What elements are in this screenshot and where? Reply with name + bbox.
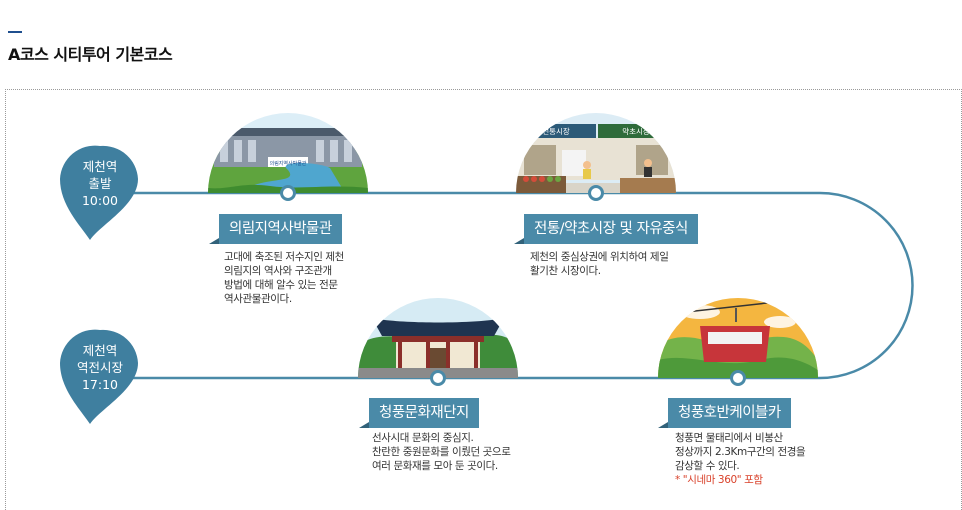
start-time: 10:00 xyxy=(65,192,135,209)
stop-desc-cablecar: 청풍면 물태리에서 비봉산 정상까지 2.3Km구간의 전경을 감상할 수 있다… xyxy=(675,431,805,487)
start-pin-label: 제천역 출발 10:00 xyxy=(65,158,135,209)
stop-name-cablecar: 청풍호반케이블카 xyxy=(668,398,791,428)
end-station: 제천역 xyxy=(65,342,135,359)
start-station: 제천역 xyxy=(65,158,135,175)
end-place: 역전시장 xyxy=(65,359,135,376)
desc-line: 고대에 축조된 저수지인 제천 xyxy=(224,250,344,264)
desc-line: 방법에 대해 알수 있는 전문 xyxy=(224,278,344,292)
desc-line: 여러 문화재를 모아 둔 곳이다. xyxy=(372,459,510,473)
market-illustration xyxy=(510,100,690,200)
desc-line: 역사관물관이다. xyxy=(224,292,344,306)
stop-marker-1 xyxy=(280,185,296,201)
museum-sign: 의림지역사박물관 xyxy=(270,160,307,167)
start-action: 출발 xyxy=(65,175,135,192)
end-pin-label: 제천역 역전시장 17:10 xyxy=(65,342,135,393)
desc-line: 의림지의 역사와 구조관개 xyxy=(224,264,344,278)
desc-line: 찬란한 중원문화를 이뤘던 곳으로 xyxy=(372,445,510,459)
desc-line: 제천의 중심상권에 위치하여 제일 xyxy=(530,250,668,264)
end-time: 17:10 xyxy=(65,376,135,393)
desc-line: 활기찬 시장이다. xyxy=(530,264,668,278)
desc-line: 정상까지 2.3Km구간의 전경을 xyxy=(675,445,805,459)
stop-name-heritage: 청풍문화재단지 xyxy=(369,398,479,428)
stop-name-museum: 의림지역사박물관 xyxy=(219,214,342,244)
market-sign-traditional: 전통시장 xyxy=(542,126,570,136)
desc-line: 감상할 수 있다. xyxy=(675,459,805,473)
cinema-note: * "시네마 360" 포함 xyxy=(675,473,805,487)
stop-marker-4 xyxy=(730,370,746,386)
stop-name-market: 전통/약초시장 및 자유중식 xyxy=(524,214,698,244)
stop-desc-market: 제천의 중심상권에 위치하여 제일 활기찬 시장이다. xyxy=(530,250,668,278)
desc-line: 선사시대 문화의 중심지. xyxy=(372,431,510,445)
stop-desc-heritage: 선사시대 문화의 중심지. 찬란한 중원문화를 이뤘던 곳으로 여러 문화재를 … xyxy=(372,431,510,473)
market-sign-herbal: 약초시장 xyxy=(622,126,650,136)
stop-marker-3 xyxy=(430,370,446,386)
stop-desc-museum: 고대에 축조된 저수지인 제천 의림지의 역사와 구조관개 방법에 대해 알수 … xyxy=(224,250,344,306)
stop-marker-2 xyxy=(588,185,604,201)
desc-line: 청풍면 물태리에서 비봉산 xyxy=(675,431,805,445)
